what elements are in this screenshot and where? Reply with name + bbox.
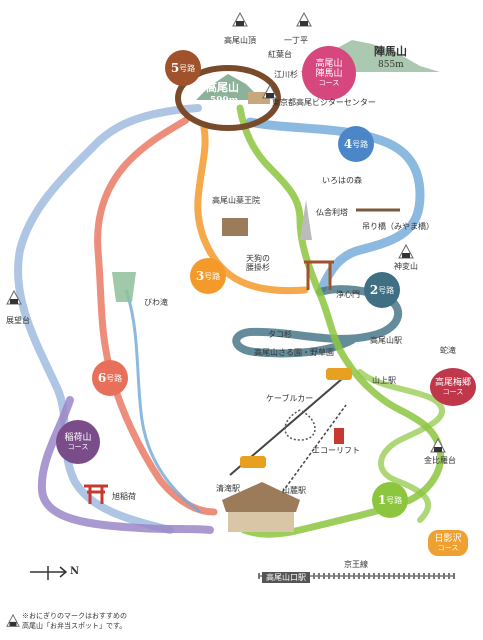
onigiri-icon: [232, 12, 248, 27]
label-sanroku: 山麓駅: [282, 486, 306, 495]
station-sign[interactable]: 高尾山口駅: [262, 572, 310, 584]
route-4-number: 4: [343, 137, 353, 151]
label-tsuribashi: 吊り橋（みやま橋）: [362, 222, 434, 231]
biwa-stream: [124, 289, 201, 514]
label-keio-line: 京王線: [344, 560, 368, 569]
inariyama-course-badge[interactable]: 稲荷山 コース: [56, 420, 100, 464]
label-tako: タコ杉: [268, 330, 292, 339]
route-5-number: 5: [170, 61, 180, 75]
dashed-link: [284, 409, 316, 441]
onigiri-icon: [430, 438, 446, 453]
label-biwa: びわ滝: [144, 298, 168, 307]
route-2-suffix: 号路: [378, 285, 395, 295]
label-momijidai: 紅葉台: [268, 50, 292, 59]
kiyotaki-station-icon: [222, 482, 300, 512]
label-yakuoin: 高尾山薬王院: [212, 196, 260, 205]
hikage-course-badge[interactable]: 日影沢 コース: [428, 530, 468, 556]
route-4-trail: [245, 117, 425, 293]
label-cable: ケーブルカー: [266, 394, 314, 403]
route-3-suffix: 号路: [204, 271, 221, 281]
route-5-suffix: 号路: [179, 63, 196, 73]
summit-ring: [175, 65, 281, 131]
onigiri-icon: [296, 12, 312, 27]
bento-note-line2: 高尾山「お弁当スポット」です。: [22, 621, 127, 630]
outer-lightblue-trail: [14, 104, 202, 534]
inari-purple-trail: [37, 396, 214, 534]
north-arrow: [30, 566, 68, 580]
echo-lift-icon: [334, 428, 344, 444]
label-tengu: 天狗の 腰掛杉: [246, 254, 270, 273]
label-kinpira: 金比羅台: [424, 456, 456, 465]
hikage-course-line1: 日影沢: [434, 533, 462, 544]
inariyama-course-line2: コース: [67, 443, 89, 452]
cable-car-upper-icon: [326, 368, 352, 380]
takao-jinba-course-line1: 高尾山: [315, 58, 343, 69]
label-busshari: 仏舎利塔: [316, 208, 348, 217]
label-itchodaira: 一丁平: [284, 36, 308, 45]
label-joshinmon: 浄心門: [336, 290, 360, 299]
north-label: N: [70, 566, 80, 577]
label-hebitaki: 蛇滝: [440, 346, 456, 355]
kiyotaki-station-body: [228, 512, 294, 532]
kinpira-trail: [357, 369, 445, 523]
label-shinpen: 神変山: [394, 262, 418, 271]
biwa-waterfall-icon: [112, 272, 136, 302]
label-kuroshi: 江川杉: [274, 70, 298, 79]
echo-lift-line: [261, 404, 347, 521]
shrine-gate-icon: [304, 260, 334, 290]
cable-car-lower-icon: [240, 456, 266, 468]
label-saru: 高尾山さる園・野草園: [254, 348, 334, 357]
route-3-trail: [194, 124, 309, 295]
route-3-number: 3: [195, 269, 205, 283]
label-summit-top: 高尾山頂: [224, 36, 256, 45]
label-kiyotaki: 清滝駅: [216, 484, 240, 493]
summit-mountain-shape: [196, 74, 262, 100]
umegou-course-badge[interactable]: 高尾梅郷 コース: [430, 368, 476, 406]
summit-name: 高尾山: [206, 81, 239, 94]
jinba-name: 陣馬山: [374, 45, 407, 58]
summit-height: 599m: [210, 96, 239, 106]
onigiri-icon: [6, 290, 22, 305]
umegou-course-line1: 高尾梅郷: [434, 377, 471, 388]
onigiri-icon: [6, 614, 20, 627]
umegou-course-line2: コース: [442, 388, 464, 397]
label-echo: エコーリフト: [312, 446, 360, 455]
torii-icon: [84, 484, 108, 504]
route-6-trail: [94, 116, 218, 516]
inariyama-course-line1: 稲荷山: [64, 432, 92, 443]
takao-jinba-course-line3: コース: [318, 79, 340, 88]
route-1-number: 1: [377, 493, 387, 507]
label-takaoyama-station: 高尾山駅: [370, 336, 402, 345]
route-6-number: 6: [97, 371, 107, 385]
label-visitor-center: 東京都高尾ビジターセンター: [272, 98, 376, 107]
label-asahi: 旭稲荷: [112, 492, 136, 501]
busshari-pagoda-icon: [300, 200, 312, 240]
route-1-suffix: 号路: [386, 495, 403, 505]
label-sanjo: 山上駅: [372, 376, 396, 385]
route-6-suffix: 号路: [106, 373, 123, 383]
takao-jinba-course-badge[interactable]: 高尾山 陣馬山 コース: [302, 46, 356, 100]
takao-jinba-course-line2: 陣馬山: [315, 68, 343, 79]
yakuoin-temple-icon: [222, 218, 248, 236]
route-1-trail: [236, 104, 445, 538]
label-tenbo: 展望台: [6, 316, 30, 325]
bento-note-line1: ※おにぎりのマークはおすすめの: [22, 612, 127, 620]
label-iroha: いろはの森: [322, 176, 362, 185]
jinba-height: 855m: [378, 60, 404, 70]
hikage-course-line2: コース: [437, 544, 459, 553]
onigiri-icon: [262, 84, 278, 99]
onigiri-icon: [398, 244, 414, 259]
bento-note: ※おにぎりのマークはおすすめの 高尾山「お弁当スポット」です。: [22, 612, 127, 632]
route-2-number: 2: [369, 283, 379, 297]
route-4-suffix: 号路: [352, 139, 369, 149]
